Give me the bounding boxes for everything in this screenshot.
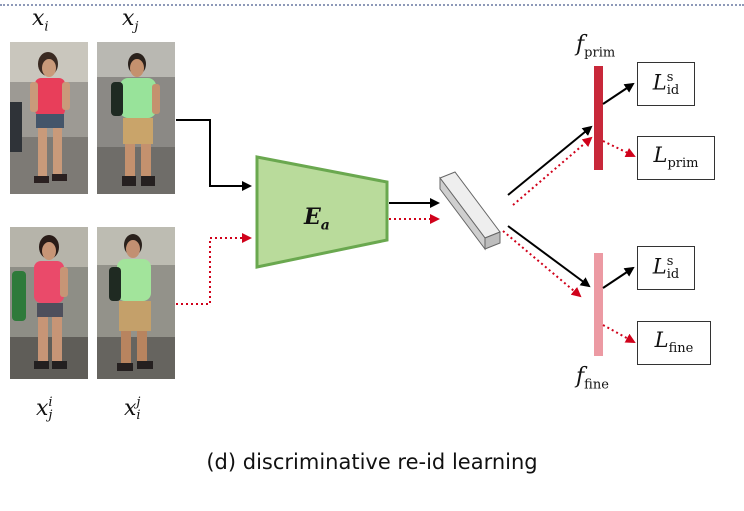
label-fprim: fprim [576,32,616,61]
person-figure-xj [97,42,175,194]
person-figure-xij [97,227,175,379]
person-figure-xi [10,42,88,194]
prim-to-lprim-arrow [602,140,636,158]
feature-to-prim-arrow-black [507,125,593,196]
encoder-shape [255,155,389,269]
label-ffine: ffine [576,364,609,393]
label-xj: xj [122,6,139,35]
input-arrow-top [176,119,252,191]
figure-caption: (d) discriminative re-id learning [206,450,538,474]
feature-to-fine-arrow-red [502,230,582,298]
person-image-xji [10,227,88,379]
prim-to-lid-arrow [602,82,635,105]
fine-feature-bar [594,253,603,356]
person-image-xi [10,42,88,194]
input-arrow-bottom [176,233,252,305]
prim-feature-bar [594,66,603,170]
feature-vector-cuboid [439,171,501,251]
feature-to-fine-arrow-black [507,225,591,288]
person-image-xij [97,227,175,379]
encoder-label: Ea [304,204,330,234]
top-dotted-divider [0,4,744,6]
loss-box-lfine: Lfine [637,321,711,365]
feature-to-prim-arrow-red [512,136,593,206]
person-image-xj [97,42,175,194]
fine-to-lid-arrow [602,266,635,289]
label-xi: xi [32,6,49,35]
person-figure-xji [10,227,88,379]
fine-to-lfine-arrow [602,324,636,343]
loss-box-lprim: Lprim [637,136,715,180]
